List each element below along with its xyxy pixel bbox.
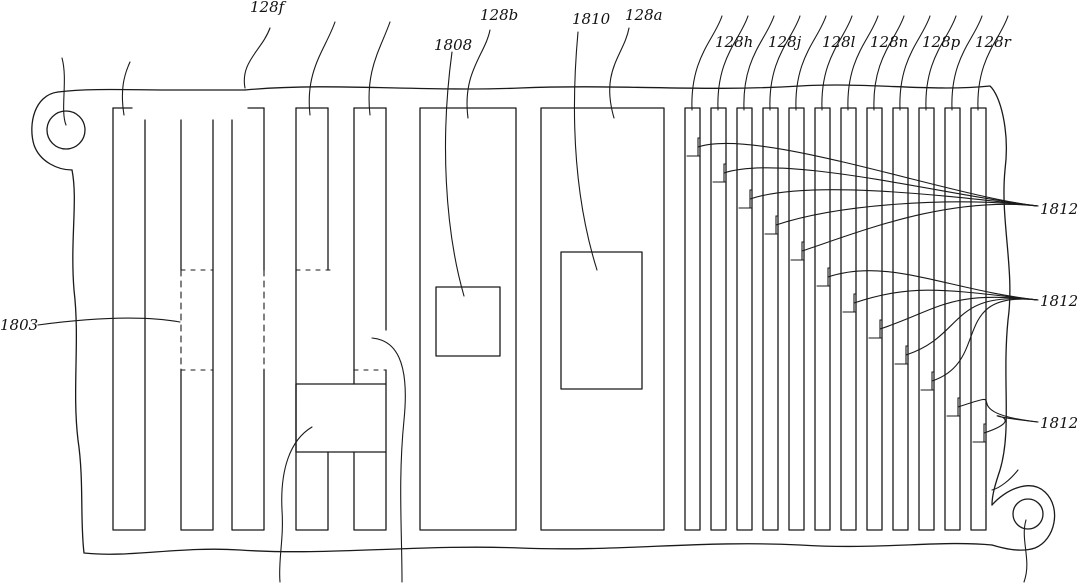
leader-1812-2-9 [905, 298, 1039, 356]
stripe-leader-9 [899, 15, 931, 111]
label-128n: 128n [870, 33, 908, 51]
stripe-leader-7 [847, 15, 879, 111]
right-stripe-11 [944, 107, 961, 531]
right-stripe-6 [814, 107, 831, 531]
leader-1812-1-1 [697, 142, 1039, 207]
leader-1812-1-2 [723, 167, 1039, 207]
leader-1812-1-5 [801, 203, 1039, 252]
left-stripe-group [112, 107, 387, 531]
corner-loop-bottom-right [991, 485, 1056, 583]
right-stripe-1 [684, 107, 701, 531]
right-stripe-group [684, 15, 1039, 531]
label-1803: 1803 [0, 316, 38, 334]
box-1808 [435, 286, 501, 357]
label-1810: 1810 [572, 10, 611, 28]
leader-1812-3-11 [957, 398, 1039, 423]
leader-1812-2-7 [853, 289, 1039, 304]
corner-loop-top-left [31, 57, 86, 171]
reference-labels: 128f 128b 128a 1808 1810 128h 128j 128l … [0, 0, 1078, 432]
right-stripe-4 [762, 107, 779, 531]
right-stripe-2 [710, 107, 727, 531]
stripe-leader-3 [743, 15, 775, 111]
right-stripe-3 [736, 107, 753, 531]
strip-128b [419, 107, 517, 531]
stripe-leader-10 [925, 15, 957, 111]
label-128h: 128h [715, 33, 753, 51]
label-128a: 128a [625, 6, 663, 24]
stripe-leader-6 [821, 15, 853, 111]
right-stripe-8 [866, 107, 883, 531]
right-stripe-7 [840, 107, 857, 531]
stripe-leader-1 [691, 15, 723, 111]
leader-1812-2-8 [879, 296, 1039, 330]
bridge-block [295, 369, 387, 453]
right-stripe-12 [970, 107, 987, 531]
label-128r: 128r [975, 33, 1012, 51]
right-stripe-10 [918, 107, 935, 531]
right-stripe-5 [788, 107, 805, 531]
leader-lines [37, 21, 1019, 583]
label-128b: 128b [480, 6, 518, 24]
label-1812-top: 1812 [1040, 200, 1078, 218]
label-1812-bottom: 1812 [1040, 414, 1078, 432]
stripe-leader-4 [769, 15, 801, 111]
sheet-outline [57, 84, 1011, 555]
leader-1812-1-3 [749, 189, 1039, 207]
strip-128a [540, 107, 665, 531]
label-128l: 128l [822, 33, 856, 51]
label-128f: 128f [250, 0, 287, 16]
stripe-leader-12 [977, 15, 1009, 111]
label-1812-middle: 1812 [1040, 292, 1078, 310]
leader-1812-1-4 [775, 201, 1039, 226]
stripe-leader-11 [951, 15, 983, 111]
label-1808: 1808 [434, 36, 472, 54]
leader-1812-2-6 [827, 270, 1039, 301]
label-128j: 128j [768, 33, 802, 51]
stripe-leader-2 [717, 15, 749, 111]
stripe-leader-5 [795, 15, 827, 111]
leader-1812-2-10 [931, 298, 1039, 382]
box-1810 [560, 251, 643, 390]
label-128p: 128p [922, 33, 961, 51]
leader-1812-3-12 [983, 415, 1039, 434]
stripe-leader-8 [873, 15, 905, 111]
